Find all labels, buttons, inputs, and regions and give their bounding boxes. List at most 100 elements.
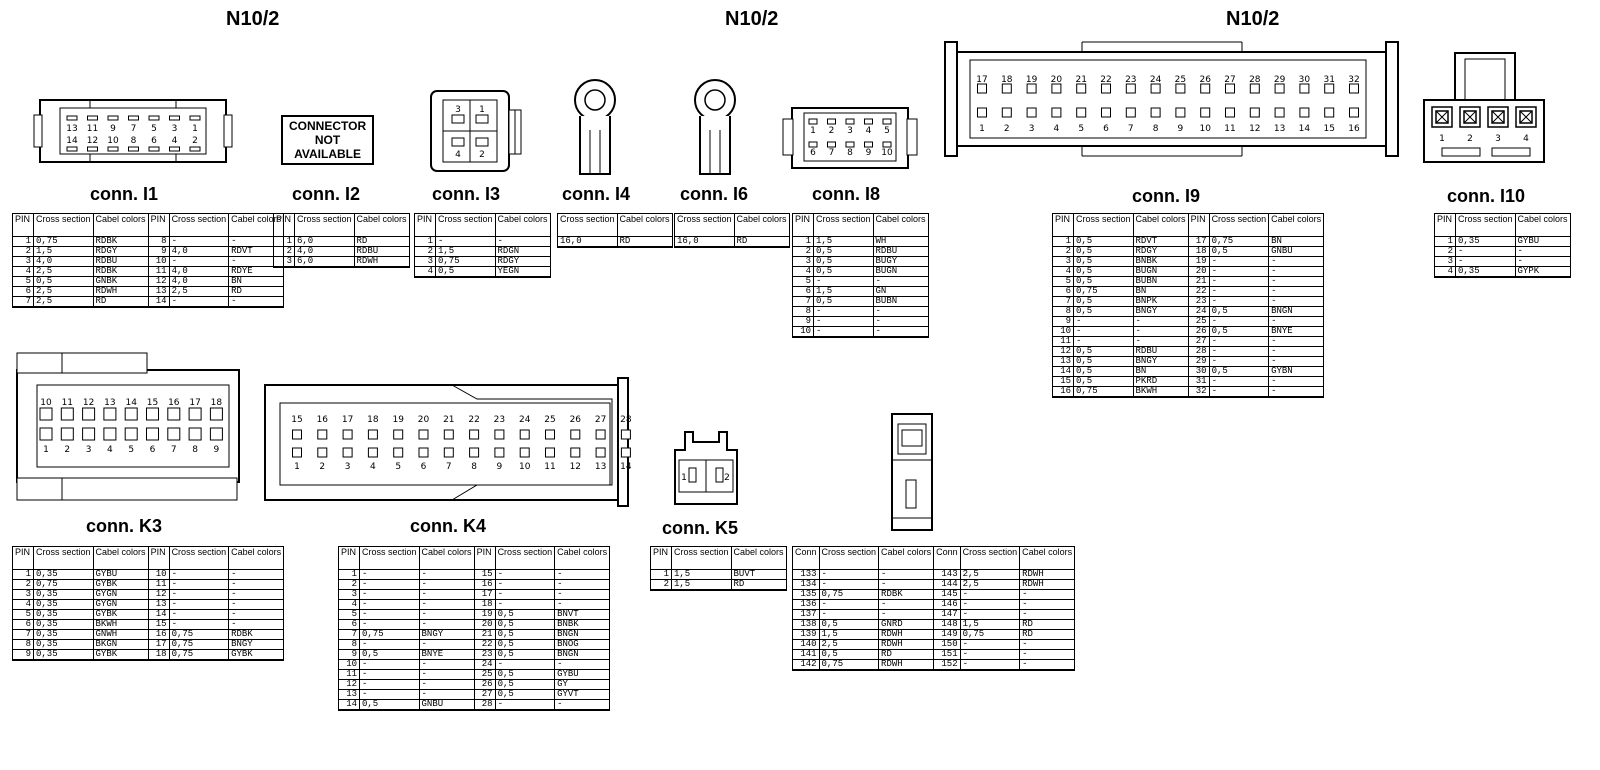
column-header: Cabel colors bbox=[1132, 213, 1189, 237]
table-cell: 7 bbox=[338, 629, 360, 640]
pin-socket bbox=[977, 83, 987, 94]
table-cell: 32 bbox=[1187, 386, 1210, 398]
table-cell: 1 bbox=[650, 569, 672, 580]
table-cell: 15 bbox=[473, 569, 496, 580]
table-cell: 4 bbox=[12, 266, 34, 277]
table-cell: 0,5 bbox=[494, 649, 556, 660]
table-cell: 6 bbox=[1052, 286, 1074, 297]
table-cell: GYGN bbox=[92, 599, 149, 610]
pin-label: 10 bbox=[1199, 124, 1211, 134]
table-cell: BNPK bbox=[1132, 296, 1189, 307]
table-cell: RDWH bbox=[878, 659, 935, 671]
table-row: 2-- bbox=[1434, 246, 1571, 257]
pin-socket bbox=[570, 447, 581, 458]
table-cell: - bbox=[359, 669, 420, 680]
pin-label: 27 bbox=[1224, 75, 1235, 85]
table-cell: 4 bbox=[792, 266, 814, 277]
table-cell: - bbox=[1208, 296, 1270, 307]
table-cell: - bbox=[878, 599, 935, 610]
column-header: Cabel colors bbox=[418, 546, 475, 570]
pin-socket bbox=[60, 427, 74, 441]
pin-label: 7 bbox=[829, 148, 835, 158]
pin-label: 27 bbox=[595, 415, 606, 425]
pin-socket bbox=[169, 146, 180, 152]
table-cell: 4 bbox=[338, 599, 360, 610]
pin-label: 4 bbox=[370, 462, 376, 472]
pin-socket bbox=[189, 146, 201, 152]
pin-socket bbox=[82, 427, 96, 441]
table-cell: 137 bbox=[792, 609, 820, 620]
pin-label: 26 bbox=[1199, 75, 1211, 85]
table-cell: 0,35 bbox=[33, 639, 94, 650]
table-cell: 19 bbox=[473, 609, 496, 620]
pin-label: 18 bbox=[367, 415, 379, 425]
table-cell: 0,5 bbox=[494, 679, 556, 690]
pin-socket bbox=[367, 429, 378, 440]
pin-socket bbox=[167, 407, 181, 421]
column-header: PIN bbox=[650, 546, 672, 570]
table-cell: - bbox=[168, 589, 230, 600]
pin-label: 3 bbox=[86, 445, 92, 455]
table-cell: GNRD bbox=[878, 619, 935, 630]
table-cell: 6 bbox=[338, 619, 360, 630]
pin-socket bbox=[1299, 83, 1310, 94]
table-cell: 5 bbox=[12, 276, 34, 287]
table-cell: 149 bbox=[933, 629, 961, 640]
table-cell: - bbox=[1208, 356, 1270, 367]
pin-socket bbox=[1150, 107, 1161, 118]
pin-label: 15 bbox=[291, 415, 302, 425]
table-cell: 26 bbox=[473, 679, 496, 690]
column-header: Cross section bbox=[168, 546, 230, 570]
pin-socket bbox=[545, 429, 555, 440]
table-cell: 1 bbox=[1052, 236, 1074, 247]
pin-label: 3 bbox=[345, 462, 351, 472]
table-cell: 18 bbox=[147, 649, 170, 661]
pin-label: 16 bbox=[317, 415, 329, 425]
pin-label: 2 bbox=[319, 462, 325, 472]
connector-i6-drawing bbox=[694, 79, 736, 175]
column-header: PIN bbox=[147, 213, 170, 237]
table-cell: 0,5 bbox=[813, 296, 874, 307]
pin-cross bbox=[1435, 110, 1449, 124]
column-header: Conn bbox=[792, 546, 820, 570]
pin-socket bbox=[146, 407, 159, 421]
pin-socket bbox=[1125, 107, 1136, 118]
table-cell: - bbox=[228, 569, 285, 580]
table-cell: - bbox=[228, 609, 285, 620]
table-cell: 4,0 bbox=[168, 266, 230, 277]
pin-socket bbox=[882, 118, 892, 125]
table-cell: 17 bbox=[1187, 236, 1210, 247]
table-cell: 1,5 bbox=[813, 286, 874, 297]
table-cell: - bbox=[359, 659, 420, 670]
pin-socket bbox=[1324, 107, 1335, 118]
column-header: Cross section bbox=[294, 213, 355, 237]
pin-label: 17 bbox=[189, 398, 200, 408]
table-row: 10--24-- bbox=[338, 659, 611, 670]
pin-socket bbox=[1175, 107, 1186, 118]
table-cell: - bbox=[1268, 256, 1325, 267]
table-cell: GNBU bbox=[418, 699, 475, 711]
column-header: Cabel colors bbox=[878, 546, 935, 570]
pin-socket bbox=[545, 447, 555, 458]
pin-label: 19 bbox=[392, 415, 404, 425]
header-center: N10/2 bbox=[725, 8, 779, 30]
table-cell: - bbox=[418, 669, 475, 680]
pin-socket bbox=[1125, 83, 1136, 94]
pin-label: 19 bbox=[1026, 75, 1038, 85]
table-cell: - bbox=[168, 599, 230, 610]
connector-k5-title: conn. K5 bbox=[662, 518, 739, 538]
column-header: Cross section bbox=[671, 546, 732, 570]
header-left: N10/2 bbox=[226, 8, 280, 30]
table-cell: RD bbox=[353, 236, 410, 247]
table-cell: 0,75 bbox=[359, 629, 420, 640]
pin-label: 14 bbox=[125, 398, 137, 408]
table-cell: RD bbox=[92, 296, 149, 308]
table-cell: - bbox=[554, 659, 611, 670]
